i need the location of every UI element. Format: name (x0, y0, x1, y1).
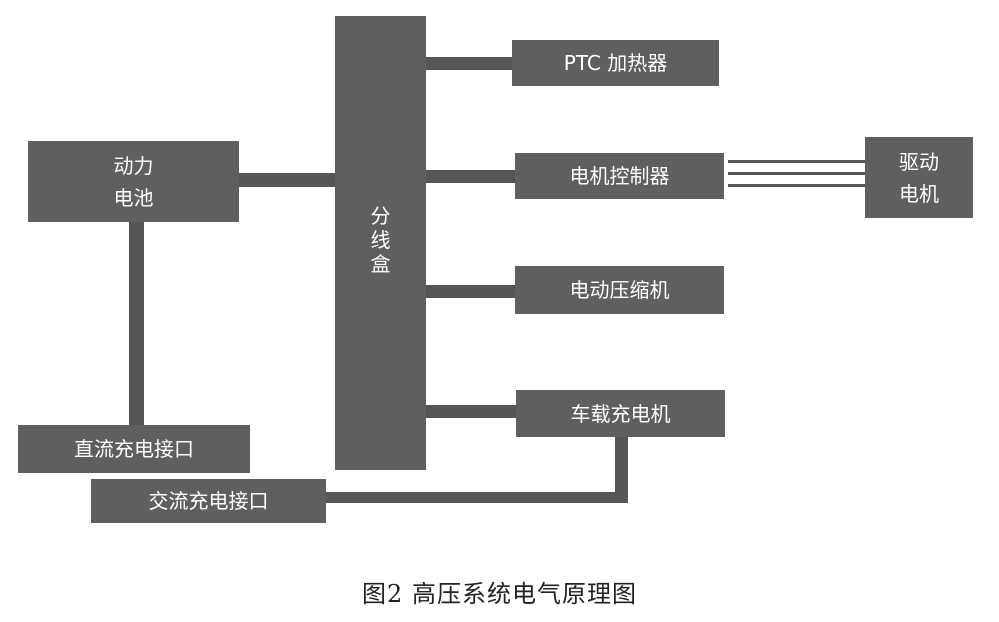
battery-box: 动力 电池 (28, 141, 239, 222)
drive-motor-label-line2: 电机 (899, 181, 939, 206)
phase-line-3 (728, 184, 866, 187)
junction-label-char3: 盒 (370, 252, 391, 276)
wire-junction-motor-controller (424, 170, 516, 183)
drive-motor-label-line1: 驱动 (899, 149, 939, 174)
wire-charger-down (615, 436, 628, 503)
ptc-heater-box: PTC 加热器 (512, 40, 719, 86)
wire-battery-junction (238, 173, 336, 187)
wire-charger-ac-port (325, 492, 628, 503)
junction-box: 分 线 盒 (335, 16, 426, 470)
battery-label-line2: 电池 (113, 185, 154, 210)
electric-compressor-box: 电动压缩机 (515, 266, 724, 314)
wire-junction-charger (424, 405, 516, 418)
electric-compressor-label: 电动压缩机 (569, 278, 670, 302)
battery-label-line1: 动力 (113, 153, 154, 178)
wire-junction-ptc (424, 57, 514, 70)
ac-charge-port-label: 交流充电接口 (148, 489, 269, 513)
phase-line-2 (728, 172, 866, 175)
ptc-heater-label: PTC 加热器 (563, 51, 668, 75)
onboard-charger-box: 车载充电机 (516, 390, 725, 437)
onboard-charger-label: 车载充电机 (570, 401, 671, 426)
motor-controller-label: 电机控制器 (569, 164, 670, 188)
phase-line-1 (728, 160, 866, 163)
ac-charge-port-box: 交流充电接口 (91, 479, 326, 523)
dc-charge-port-label: 直流充电接口 (74, 437, 194, 461)
figure-caption: 图2 高压系统电气原理图 (362, 580, 637, 608)
junction-label-char1: 分 (370, 204, 391, 228)
motor-controller-box: 电机控制器 (515, 153, 724, 199)
wire-battery-dc-port (129, 220, 144, 426)
drive-motor-box: 驱动 电机 (865, 137, 973, 218)
wire-junction-compressor (424, 285, 516, 298)
junction-label-char2: 线 (370, 228, 391, 252)
dc-charge-port-box: 直流充电接口 (18, 425, 250, 473)
